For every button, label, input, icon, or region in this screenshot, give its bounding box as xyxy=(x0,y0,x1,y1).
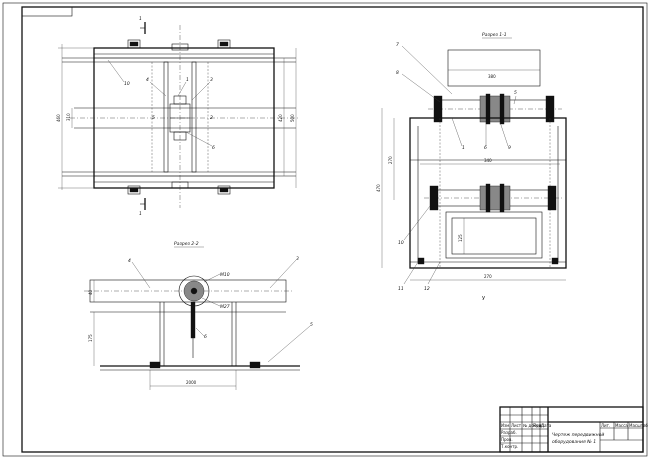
plan-callout: 2 xyxy=(210,115,213,121)
section-2-2-view: Разрез 2-2 175 40 2000 М10 М27 xyxy=(84,241,313,390)
tb-row-label: Пров. xyxy=(501,437,513,442)
sec2-callout: 4 xyxy=(128,258,131,264)
tb-col-label: Лист xyxy=(511,423,522,428)
sec2-dim-left: 175 xyxy=(88,334,93,342)
sec2-callout: 6 xyxy=(204,334,207,340)
sec2-dim-side: 40 xyxy=(88,289,93,295)
sec1-dim-mid: 340 xyxy=(484,158,492,163)
plan-view: 1 1 xyxy=(56,16,300,217)
sec2-callout: 5 xyxy=(310,322,313,328)
plan-callout: 5 xyxy=(152,115,155,121)
tb-col-label: Дата xyxy=(541,423,552,428)
sec1-bottom-mark: У xyxy=(482,296,485,302)
tb-title-line1: Чертеж передвижной xyxy=(552,432,604,438)
section-1-1-title: Разрез 1-1 xyxy=(482,32,507,38)
sec1-dim-inner: 125 xyxy=(458,234,463,242)
sec1-dim-top: 380 xyxy=(488,74,496,79)
section-marker-top: 1 xyxy=(139,16,142,22)
plan-callout: 1 xyxy=(186,77,189,83)
plan-dim-420: 420 xyxy=(278,114,283,122)
sec1-callout: 12 xyxy=(424,286,430,292)
plan-callout: 6 xyxy=(212,145,215,151)
tb-col-label: Подп. xyxy=(533,423,545,428)
sec1-callout: 9 xyxy=(508,145,511,151)
plan-dim-310: 310 xyxy=(66,113,71,121)
title-block: Изм. Разраб. Пров. Т.контр. Лист № докум… xyxy=(499,406,649,453)
top-left-box xyxy=(21,6,73,17)
sec1-callout: 6 xyxy=(484,145,487,151)
tb-row-label: Изм. xyxy=(501,423,510,428)
sec1-callout: 1 xyxy=(462,145,465,151)
tb-mass-label: Масса xyxy=(615,423,628,428)
plan-callout: 3 xyxy=(210,77,213,83)
plan-dim-500: 500 xyxy=(290,114,295,122)
sec1-callout: 11 xyxy=(398,286,404,292)
section-marker-bottom: 1 xyxy=(139,211,142,217)
sec1-dim-height: 270 xyxy=(388,156,393,164)
tb-row-label: Т.контр. xyxy=(500,444,518,449)
sec1-callout: 10 xyxy=(398,240,404,246)
sec1-dim-total: 470 xyxy=(376,184,381,192)
sec1-callout: 7 xyxy=(396,42,399,48)
plan-dim-460: 460 xyxy=(56,114,61,122)
sec2-callout: 3 xyxy=(296,256,299,262)
plan-callout: 4 xyxy=(146,77,149,83)
tb-title-line2: оборудования № 1 xyxy=(552,439,596,445)
plan-callout: 10 xyxy=(124,81,130,87)
sec1-callout: 8 xyxy=(396,70,399,76)
sec1-dim-bottom: 270 xyxy=(484,274,492,279)
tb-row-label: Разраб. xyxy=(501,430,517,435)
sec2-dim-width: 2000 xyxy=(186,380,197,385)
section-2-2-title: Разрез 2-2 xyxy=(174,241,199,247)
drawing-frame xyxy=(21,6,644,453)
sec1-callout: 5 xyxy=(514,90,517,96)
tb-col-label: № докум. xyxy=(523,423,543,428)
section-1-1-view: Разрез 1-1 380 34 xyxy=(376,32,567,302)
tb-lit-label: Лит. xyxy=(601,423,610,428)
sec2-dim-m27: М27 xyxy=(220,304,230,310)
tb-scale-label: Масштаб xyxy=(629,423,649,428)
sec2-dim-m10: М10 xyxy=(220,272,230,278)
